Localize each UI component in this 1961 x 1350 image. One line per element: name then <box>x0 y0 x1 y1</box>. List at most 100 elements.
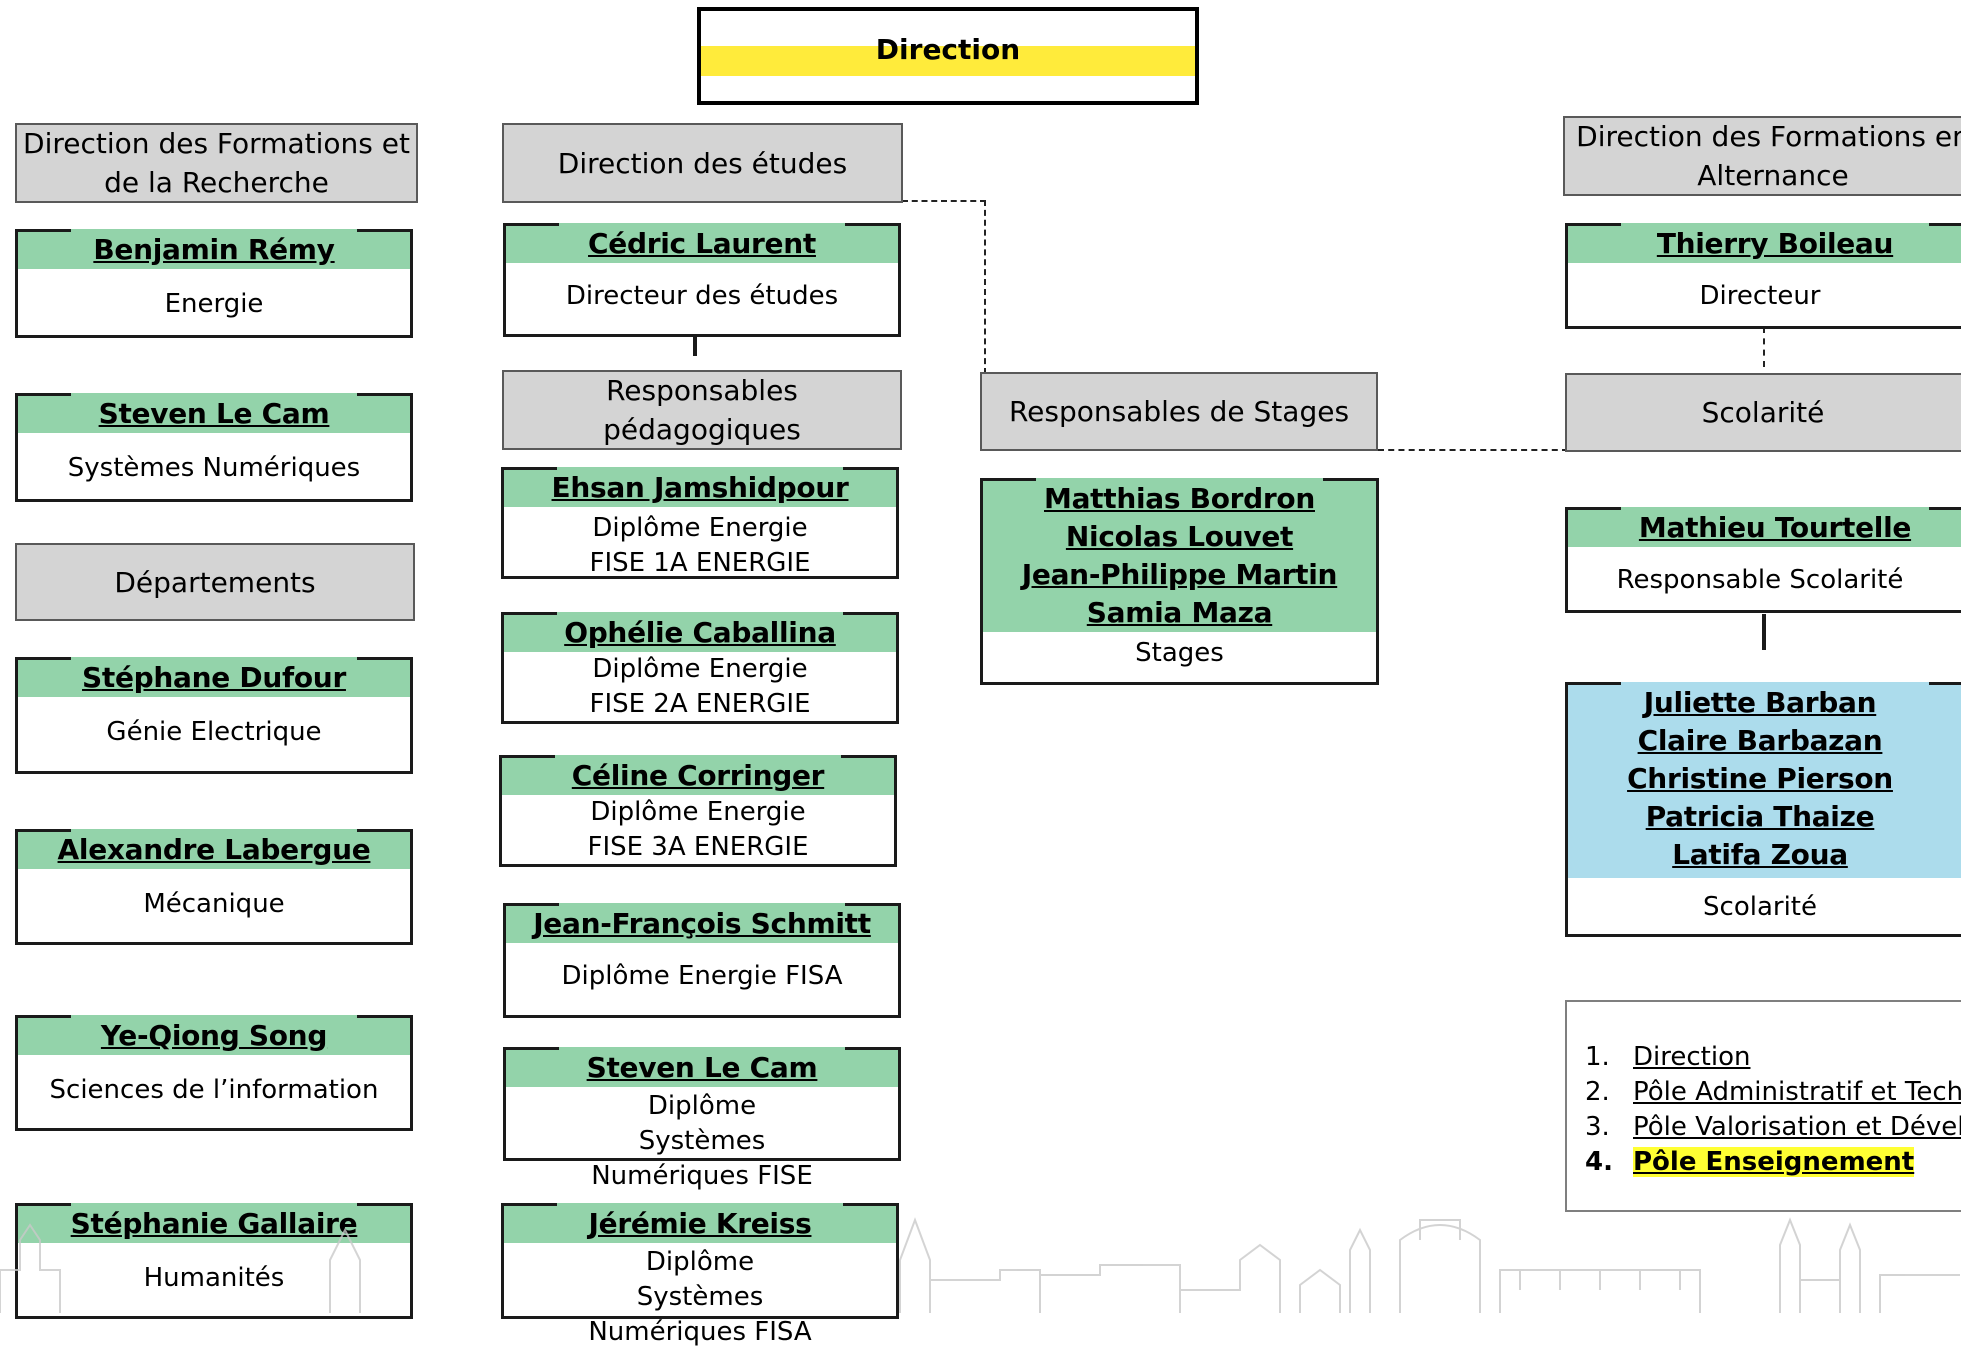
legend-list: 1. Direction 2. Pôle Administratif et Tech… <box>1585 1040 1961 1180</box>
scolarite-team-card: Juliette Barban Claire Barbazan Christin… <box>1565 682 1961 937</box>
legend-item[interactable]: 2. Pôle Administratif et Techni <box>1585 1075 1961 1110</box>
name-band: Stéphane Dufour <box>15 657 413 697</box>
name-band: Cédric Laurent <box>503 223 901 263</box>
person-name: Christine Pierson <box>1627 762 1893 795</box>
stages-card: Matthias Bordron Nicolas Louvet Jean-Phi… <box>980 478 1379 685</box>
manager-card: Mathieu Tourtelle Responsable Scolarité <box>1565 507 1961 613</box>
person-name: Thierry Boileau <box>1656 227 1894 260</box>
header-direction-etudes: Direction des études <box>502 123 903 203</box>
person-card: Stéphanie Gallaire Humanités <box>15 1203 413 1319</box>
person-name: Stéphane Dufour <box>82 661 346 694</box>
person-name: Alexandre Labergue <box>57 833 371 866</box>
person-role: Sciences de l’information <box>49 1075 379 1105</box>
person-name: Matthias Bordron <box>1044 482 1315 515</box>
legend-number: 3. <box>1585 1112 1610 1142</box>
person-name: Samia Maza <box>1086 596 1273 629</box>
name-band: Juliette Barban Claire Barbazan Christin… <box>1565 682 1961 878</box>
connector-alternance-scolarite <box>1763 327 1765 367</box>
header-formations-recherche: Direction des Formations et de la Recher… <box>15 123 418 203</box>
person-card: Benjamin Rémy Energie <box>15 229 413 338</box>
name-band: Mathieu Tourtelle <box>1565 507 1961 547</box>
name-band: Benjamin Rémy <box>15 229 413 269</box>
person-role: Mécanique <box>143 889 285 919</box>
person-role: Diplôme Energie FISE 1A ENERGIE <box>589 513 811 578</box>
name-band: Matthias Bordron Nicolas Louvet Jean-Phi… <box>980 478 1379 632</box>
person-card: Steven Le Cam Systèmes Numériques <box>15 393 413 502</box>
director-card: Cédric Laurent Directeur des études <box>503 223 901 337</box>
person-role: Scolarité <box>1703 892 1817 922</box>
person-name: Jérémie Kreiss <box>588 1207 812 1240</box>
name-band: Steven Le Cam <box>15 393 413 433</box>
person-name: Ehsan Jamshidpour <box>551 471 849 504</box>
header-departements: Départements <box>15 543 415 621</box>
person-card: Stéphane Dufour Génie Electrique <box>15 657 413 774</box>
person-name: Ye-Qiong Song <box>100 1019 328 1052</box>
name-band: Thierry Boileau <box>1565 223 1961 263</box>
legend-item[interactable]: 3. Pôle Valorisation et Dévelop <box>1585 1110 1961 1145</box>
header-responsables-stages: Responsables de Stages <box>980 372 1378 451</box>
person-name: Jean-François Schmitt <box>533 907 871 940</box>
person-role: Humanités <box>143 1263 285 1293</box>
legend-link[interactable]: Pôle Enseignement <box>1633 1147 1915 1177</box>
legend-number: 1. <box>1585 1042 1610 1072</box>
person-name: Cédric Laurent <box>588 227 816 260</box>
person-name: Céline Corringer <box>571 759 825 792</box>
person-role: Energie <box>164 289 264 319</box>
person-card: Céline Corringer Diplôme Energie FISE 3A… <box>499 755 897 867</box>
person-name: Stéphanie Gallaire <box>70 1207 358 1240</box>
direction-box: Direction <box>697 7 1199 105</box>
person-role: Directeur <box>1699 281 1821 311</box>
person-name: Benjamin Rémy <box>93 233 335 266</box>
connector-director-pedagogic <box>693 334 697 356</box>
person-name: Latifa Zoua <box>1672 838 1848 871</box>
legend-item-active[interactable]: 4. Pôle Enseignement <box>1585 1145 1961 1180</box>
name-band: Alexandre Labergue <box>15 829 413 869</box>
legend-box: 1. Direction 2. Pôle Administratif et Tech… <box>1565 1000 1961 1212</box>
person-role: Diplôme Energie FISE 2A ENERGIE <box>589 654 811 719</box>
legend-link[interactable]: Direction <box>1633 1042 1751 1072</box>
header-responsables-pedagogiques: Responsables pédagogiques <box>502 370 902 450</box>
person-role: Directeur des études <box>565 281 839 311</box>
person-role: Diplôme Energie FISA <box>561 961 843 991</box>
person-name: Claire Barbazan <box>1637 724 1883 757</box>
connector-stages-scolarite <box>1378 449 1568 451</box>
direction-highlight <box>701 46 1195 76</box>
legend-link[interactable]: Pôle Administratif et Techni <box>1633 1077 1961 1107</box>
person-card: Ye-Qiong Song Sciences de l’information <box>15 1015 413 1131</box>
person-name: Jean-Philippe Martin <box>1021 558 1338 591</box>
name-band: Jean-François Schmitt <box>503 903 901 943</box>
name-band: Ye-Qiong Song <box>15 1015 413 1055</box>
director-card: Thierry Boileau Directeur <box>1565 223 1961 329</box>
person-card: Alexandre Labergue Mécanique <box>15 829 413 945</box>
person-name: Juliette Barban <box>1643 686 1877 719</box>
person-name: Nicolas Louvet <box>1065 520 1294 553</box>
legend-link[interactable]: Pôle Valorisation et Dévelop <box>1633 1112 1961 1142</box>
person-card: Ehsan Jamshidpour Diplôme Energie FISE 1… <box>501 467 899 579</box>
person-card: Jérémie Kreiss Diplôme Systèmes Numériqu… <box>501 1203 899 1347</box>
name-band: Steven Le Cam <box>503 1047 901 1087</box>
name-band: Stéphanie Gallaire <box>15 1203 413 1243</box>
person-role: Diplôme Energie FISE 3A ENERGIE <box>587 797 809 862</box>
legend-item[interactable]: 1. Direction <box>1585 1040 1961 1075</box>
person-card: Steven Le Cam Diplôme Systèmes Numérique… <box>503 1047 901 1191</box>
header-formations-alternance: Direction des Formations en Alternance <box>1563 116 1961 196</box>
person-role: Génie Electrique <box>106 717 322 747</box>
person-role: Diplôme Systèmes Numériques FISE <box>591 1091 813 1191</box>
legend-number: 4. <box>1585 1147 1613 1177</box>
name-band: Jérémie Kreiss <box>501 1203 899 1243</box>
name-band: Ehsan Jamshidpour <box>501 467 899 507</box>
person-role: Responsable Scolarité <box>1616 565 1904 595</box>
legend-number: 2. <box>1585 1077 1610 1107</box>
person-card: Ophélie Caballina Diplôme Energie FISE 2… <box>501 612 899 724</box>
connector-studies-stages <box>902 200 986 374</box>
name-band: Céline Corringer <box>499 755 897 795</box>
person-name: Steven Le Cam <box>98 397 330 430</box>
connector-manager-team <box>1762 614 1766 650</box>
person-card: Jean-François Schmitt Diplôme Energie FI… <box>503 903 901 1018</box>
city-skyline-watermark <box>0 1217 1960 1313</box>
person-name: Ophélie Caballina <box>564 616 836 649</box>
person-name: Steven Le Cam <box>586 1051 818 1084</box>
header-scolarite: Scolarité <box>1565 373 1961 452</box>
person-name: Patricia Thaize <box>1645 800 1875 833</box>
direction-title: Direction <box>875 33 1021 66</box>
